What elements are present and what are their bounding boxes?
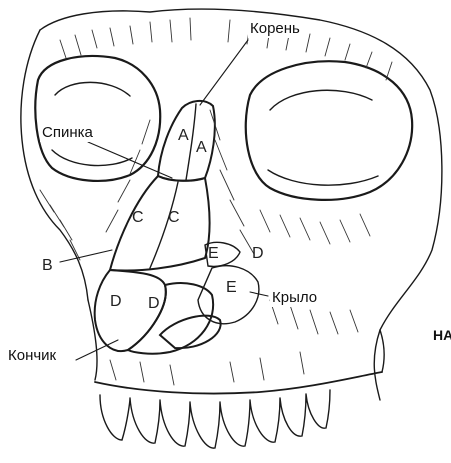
- label-spinka: Спинка: [40, 124, 95, 142]
- right-orbit: [246, 61, 412, 200]
- segment-d2-letter: D: [148, 295, 160, 312]
- skull-outline: [40, 9, 442, 400]
- segment-d1-letter: D: [110, 293, 122, 310]
- skull-left-edge: [21, 30, 88, 300]
- label-koren: Корень: [248, 20, 302, 38]
- segment-a2-letter: A: [196, 139, 207, 156]
- leader-b: [60, 250, 112, 262]
- leader-koren: [200, 40, 248, 105]
- right-orbit-inner: [268, 90, 378, 185]
- label-konchik: Кончик: [6, 347, 58, 365]
- left-orbit: [35, 56, 160, 181]
- segment-e1-letter: E: [208, 245, 219, 262]
- clipped-word: НА: [433, 327, 451, 343]
- segment-c2-letter: C: [168, 209, 180, 226]
- label-b-letter: B: [42, 257, 53, 274]
- segment-a1-letter: A: [178, 127, 189, 144]
- hatching: [40, 18, 392, 385]
- teeth-row: [100, 390, 330, 448]
- segment-d3-letter: D: [252, 245, 264, 262]
- maxilla: [88, 300, 384, 380]
- segment-e2-letter: E: [226, 279, 237, 296]
- segment-c1-letter: C: [132, 209, 144, 226]
- upper-jaw-line: [95, 372, 382, 394]
- label-krylo: Крыло: [270, 289, 319, 307]
